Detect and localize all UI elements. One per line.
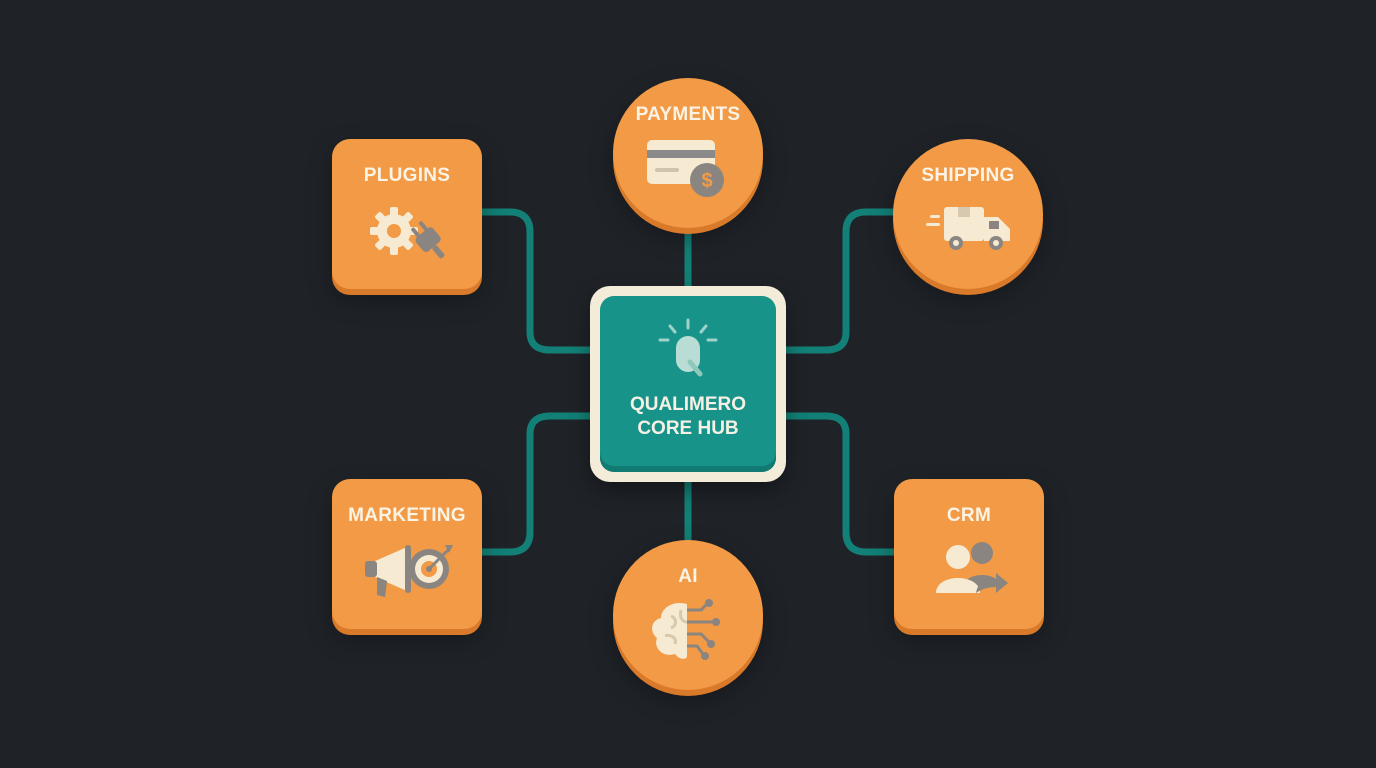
node-crm-label: CRM bbox=[946, 505, 992, 526]
credit-card-dollar-icon: $ bbox=[643, 134, 733, 205]
delivery-truck-icon bbox=[920, 195, 1016, 264]
node-shipping[interactable]: SHIPPING bbox=[893, 139, 1043, 289]
lightbulb-q-icon bbox=[648, 316, 728, 385]
core-hub-panel: QUALIMERO CORE HUB bbox=[600, 296, 776, 472]
node-plugins[interactable]: PLUGINS bbox=[332, 139, 482, 289]
node-payments-label: PAYMENTS bbox=[635, 104, 741, 125]
node-ai-label: AI bbox=[678, 566, 698, 587]
connector-shipping bbox=[780, 208, 898, 354]
node-marketing[interactable]: MARKETING bbox=[332, 479, 482, 629]
node-plugins-label: PLUGINS bbox=[363, 165, 451, 186]
megaphone-target-icon bbox=[357, 535, 457, 610]
gear-plug-icon bbox=[362, 195, 452, 270]
node-payments[interactable]: PAYMENTS $ bbox=[613, 78, 763, 228]
node-shipping-label: SHIPPING bbox=[921, 165, 1015, 186]
core-hub-title-line1: QUALIMERO bbox=[629, 394, 747, 415]
core-hub-title-line2: CORE HUB bbox=[637, 418, 739, 439]
connector-crm bbox=[780, 412, 898, 556]
brain-circuit-icon bbox=[643, 596, 733, 671]
connector-plugins bbox=[478, 208, 596, 354]
node-crm[interactable]: CRM bbox=[894, 479, 1044, 629]
core-hub[interactable]: QUALIMERO CORE HUB bbox=[590, 286, 786, 482]
core-hub-title: QUALIMERO CORE HUB bbox=[630, 393, 746, 441]
svg-text:$: $ bbox=[701, 170, 712, 192]
node-marketing-label: MARKETING bbox=[348, 505, 466, 526]
node-ai[interactable]: AI bbox=[613, 540, 763, 690]
connector-marketing bbox=[478, 412, 596, 556]
users-arrow-icon bbox=[924, 535, 1014, 610]
